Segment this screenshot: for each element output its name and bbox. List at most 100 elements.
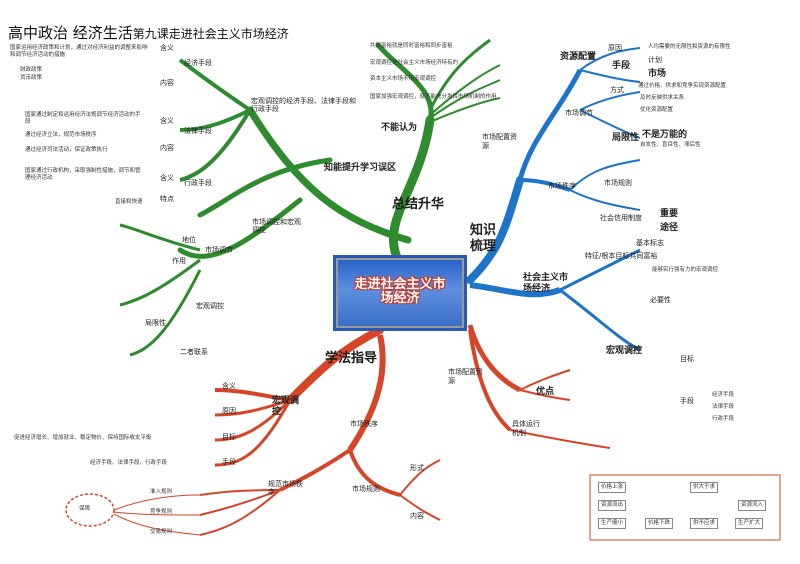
note-text: 国家运用经济政策和计划，通过对经济利益的调整来影响和调节经济活动的措施 [10,45,148,58]
branch-knowledge [466,176,524,284]
macro-reg-label: 宏观调控 [272,396,300,417]
meaning-label: 含义 [160,117,174,125]
pitfall-item: 资本主义市场不用宏观调控 [370,76,437,82]
note-text: 国家通过制定和运用经济法规调节经济活动的手段 [25,112,141,125]
branch-pitfall-mid [197,157,333,218]
branch-label-method: 学法指导 [325,351,378,366]
goal-label: 目标 [222,433,236,441]
knowledge-item: 行政手段 [712,416,735,422]
note-text: 国家通过行政机构，采取强制性措施，调节和管理经济活动 [25,168,141,181]
market-adjust-label: 市场调节 [565,109,593,117]
page-title: 高中政治 经济生活第九课走进社会主义市场经济 [8,24,289,42]
means-text: 经济手段、法律手段、行政手段 [90,460,168,466]
two-relation-label: 二者联系 [180,348,208,356]
flow-supply-lt: 供不应求 [690,518,719,529]
branch-label-summary: 总结升华 [392,197,445,212]
market-rules-label: 市场规则 [352,485,380,493]
content-label: 内容 [160,79,174,87]
branch-label-knowledge: 知识梳理 [470,223,497,255]
macro-means-label: 宏观调控的经济手段、法律手段和行政手段 [251,97,356,114]
meaning-label: 含义 [160,174,174,182]
flow-shrink: 生产缩小 [598,518,627,529]
branch-method [286,326,384,404]
knowledge-item: 能够实行强有力的宏观调控 [652,267,719,273]
ensure-label: 保障 [79,506,91,512]
note-text: 通过经济司法活动，保证政策执行 [25,147,108,153]
limit-label: 局限性 [612,133,640,143]
branch-admin-left [179,108,252,182]
mechanism-label: 具体运行机制 [512,420,540,437]
form-label: 形式 [410,464,424,472]
branch-summary [388,115,435,265]
way-label: 方式 [610,86,624,94]
feature-label: 特点 [160,195,174,203]
socialist-econ-label: 社会主义市场经济 [523,273,569,295]
knowledge-item: 人均需要的无限性和资源的有限性 [648,44,731,50]
knowledge-item: 及时反映供求关系 [640,95,685,101]
goal-text: 促进经济增长、增加就业、稳定物价、保持国际收支平衡 [14,435,152,441]
note-text: 通过经济立法，规范市场秩序 [25,132,97,138]
flow-supply-gt: 供大于求 [690,482,719,493]
means-label: 手段 [612,61,631,71]
market-order-label: 市场秩序 [548,182,576,190]
compete-rule: 竞争规则 [150,509,173,515]
branch-relation [129,269,202,357]
econ-means-label: 经济手段 [184,59,212,67]
knowledge-item: 优化资源配置 [640,107,674,113]
flow-frame [589,474,781,541]
flow-out: 资源流出 [598,500,627,511]
branch-market-reg [119,223,201,252]
necessity-label: 必要性 [650,296,671,304]
not-all-label: 不是万能的 [642,130,688,140]
flow-expand: 生产扩大 [735,518,764,529]
rule-label: 市场规则 [604,179,632,187]
important-label: 重要 [660,209,679,219]
center-board: 走进社会主义市场经济 [328,250,468,332]
note-text: 货币政策 [20,75,43,81]
branch-pitfall [246,106,412,244]
principle-label: 原因 [608,44,622,52]
flow-fall: 价格下跌 [645,518,674,529]
pitfall-item: 宏观调控是社会主义市场经济特有的 [370,60,459,66]
flow-in: 资源流入 [738,500,767,511]
feature-label: 特征/根本目标共同富裕 [585,252,658,260]
means2-label: 手段 [680,397,694,405]
resource-allocation-label: 资源配置 [560,52,597,62]
not-recognize-label: 不能认为 [381,123,418,133]
knowledge-item: 经济手段 [712,392,735,398]
branch-summary-upper [375,42,434,123]
market-regulate-label: 市场调节 [205,246,233,254]
content-label: 内容 [410,512,424,520]
market-label: 市场 [648,69,667,79]
branch-law-left [179,108,251,132]
goal-label: 目标 [680,355,694,363]
role-label: 作用 [172,257,186,265]
reason-label: 原因 [222,407,236,415]
trade-rule: 交易规则 [150,529,173,535]
knowledge-item: 法律手段 [712,404,735,410]
macro-regulate-label: 宏观调控 [196,302,224,310]
limit-label: 局限性 [145,319,166,327]
position-label: 地位 [182,236,196,244]
meaning-label: 含义 [222,382,236,390]
pitfall-item: 共同富裕就是同时富裕和同步富裕 [370,43,453,49]
plan-label: 计划 [648,56,662,64]
branch-label-pitfall: 知能提升学习误区 [324,163,397,173]
law-means-label: 法律手段 [184,127,212,135]
branch-pitfall-items [428,38,491,111]
market-order-label: 市场秩序 [350,420,378,428]
credit-label: 社会信用制度 [600,214,642,222]
content-label: 内容 [160,144,174,152]
direct-label: 直接和快速 [115,199,143,205]
note-text: 财政政策 [20,67,43,73]
entry-rule: 准入规则 [150,489,173,495]
approach-label: 途径 [660,223,679,233]
center-board-screen: 走进社会主义市场经济 [336,258,464,328]
market-macro-label: 市场调控和宏观调控 [252,218,301,235]
market-config-label: 市场配置资源 [448,368,483,385]
flow-rise: 价格上涨 [598,482,627,493]
meaning-label: 含义 [160,44,174,52]
center-title: 走进社会主义市场经济 [354,277,446,307]
